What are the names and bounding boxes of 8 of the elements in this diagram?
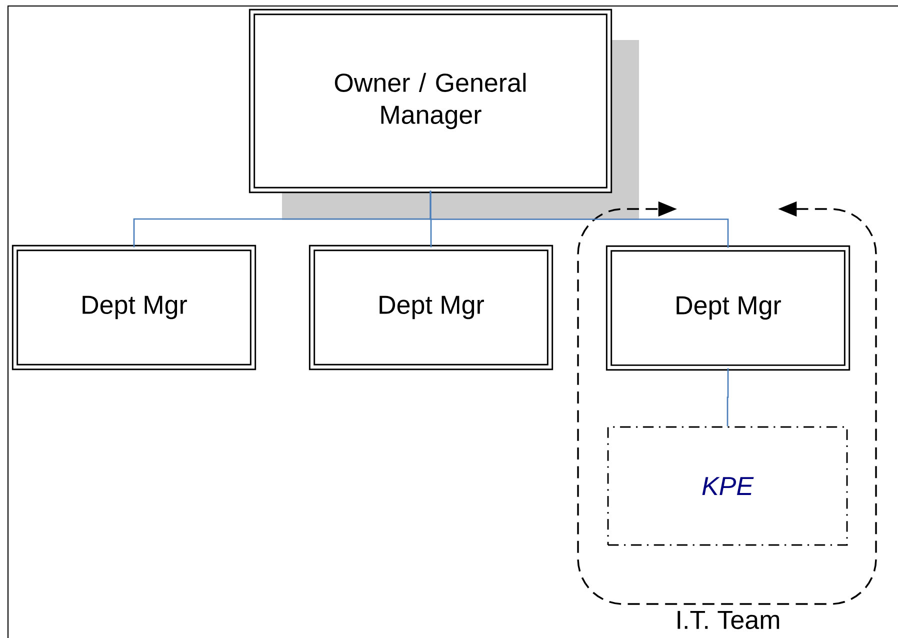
group-label: I.T. Team [678, 610, 780, 630]
connector-line [726, 368, 729, 426]
manager-box: Dept Mgr [12, 244, 256, 370]
manager-box: Owner / General Manager [248, 8, 639, 220]
team-box: KPE [607, 426, 848, 546]
connector-line [430, 190, 729, 248]
manager-box: Dept Mgr [606, 245, 850, 371]
manager-box: Dept Mgr [308, 244, 554, 370]
